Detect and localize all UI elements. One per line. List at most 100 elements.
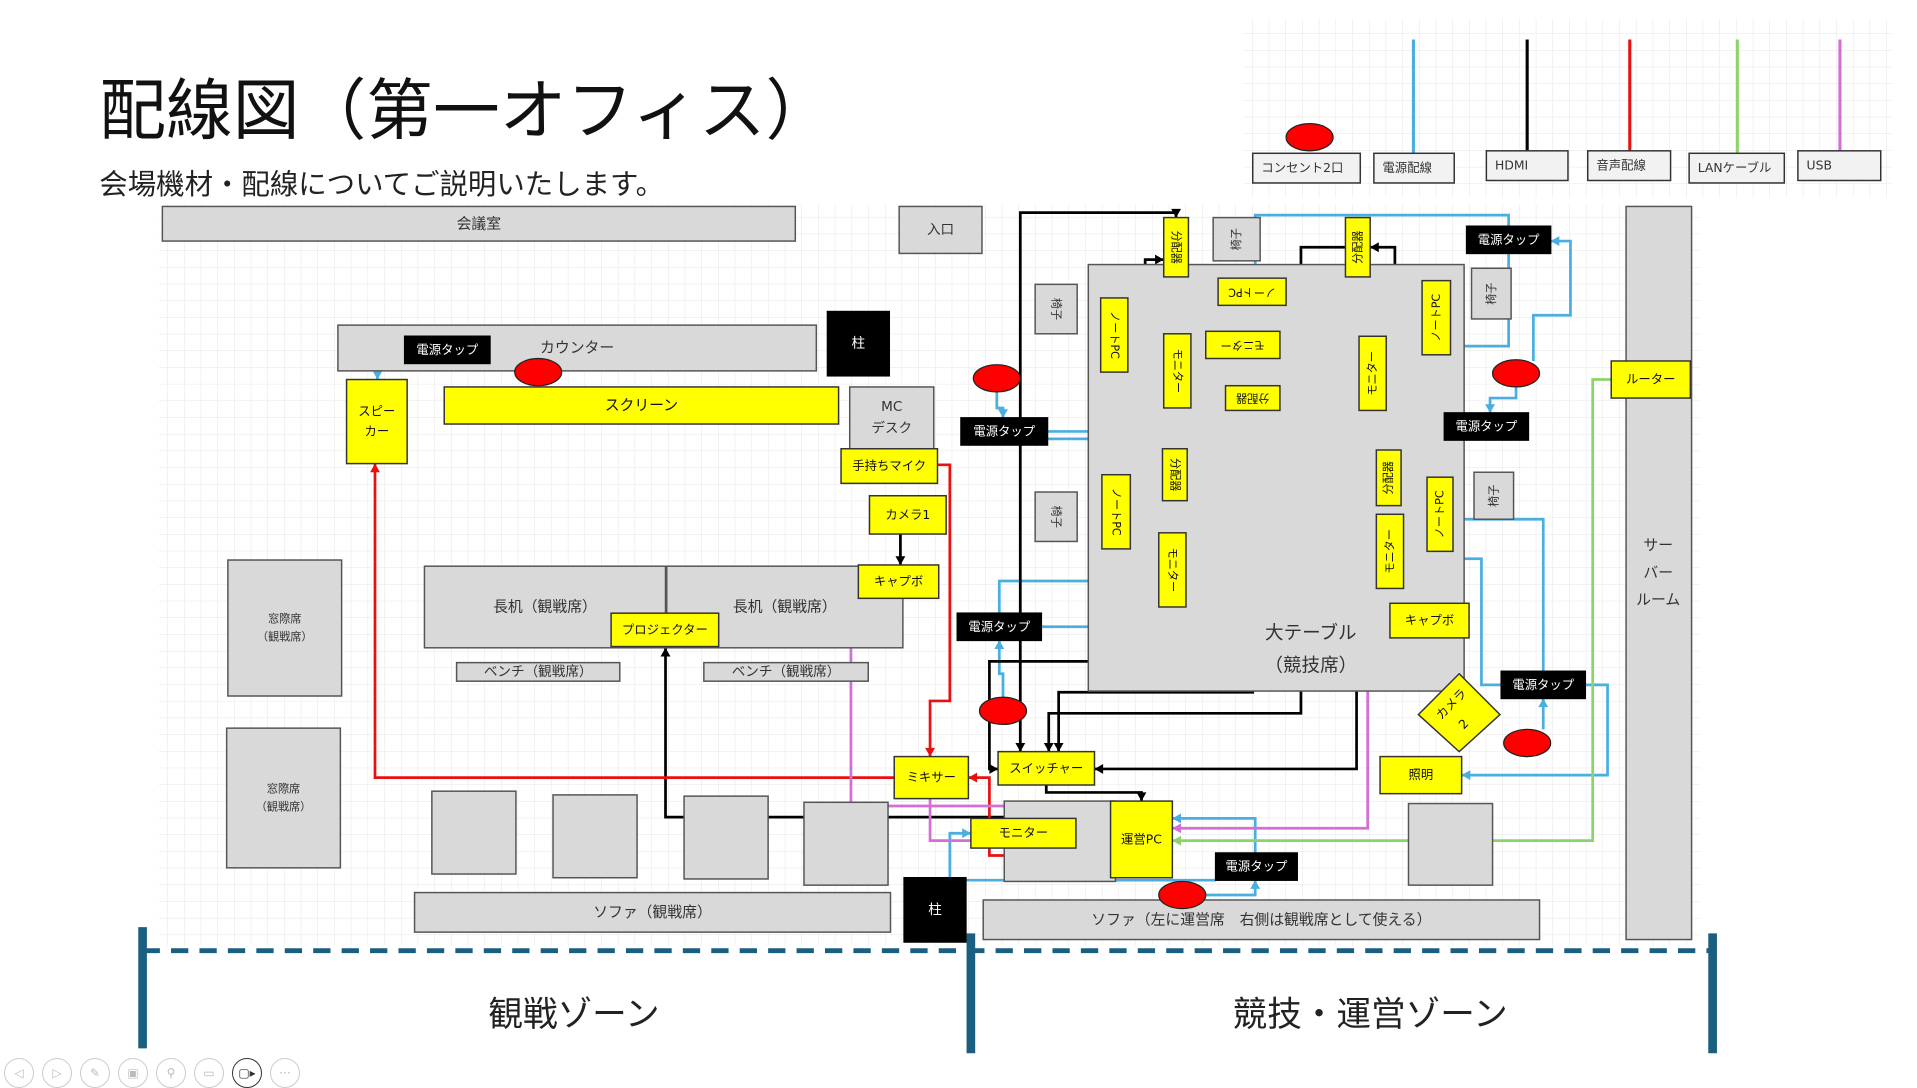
arrowhead-icon: [962, 828, 971, 839]
outlet-icon: [1285, 123, 1334, 152]
arrowhead-icon: [1172, 823, 1182, 834]
arrowhead-icon: [1155, 254, 1164, 265]
capture-board-right-label: キャプボ: [1405, 614, 1454, 628]
zone-competition-label: 競技・運営ゾーン: [1233, 995, 1508, 1035]
arrowhead-icon: [1370, 242, 1379, 253]
wire-hdmi: [664, 647, 1111, 819]
arrowhead-icon: [994, 640, 1005, 650]
power-tap-c-label: 電源タップ: [1478, 233, 1540, 247]
bench-2: ベンチ（観戦席）: [703, 661, 869, 682]
power-tap-e: 電源タップ: [1500, 670, 1587, 700]
monitor-3: モニター: [1358, 335, 1387, 412]
speaker-label: カー: [364, 424, 389, 438]
laptop-3: ノートPC: [1421, 279, 1452, 356]
arrowhead-icon: [1094, 763, 1104, 774]
arrowhead-icon: [1250, 880, 1261, 889]
seat-block-2: [552, 794, 638, 879]
meeting-room: 会議室: [161, 205, 797, 242]
mc-desk: MC デスク: [848, 386, 935, 450]
chair-5-label: 椅子: [1486, 485, 1500, 507]
monitor-2: モニター: [1205, 330, 1281, 360]
laptop-2: ノートPC: [1217, 277, 1287, 307]
projector-label: プロジェクター: [622, 623, 708, 637]
monitor-4: モニター: [1158, 532, 1187, 608]
legend-item-outlet: コンセント2口: [1251, 152, 1362, 184]
splitter-5: 分配器: [1375, 449, 1402, 507]
camera-button[interactable]: ▢▸: [232, 1058, 262, 1088]
long-desk-2-label: 長机（観戦席）: [733, 598, 837, 615]
more-button[interactable]: ···: [270, 1058, 300, 1088]
slides-button[interactable]: ▣: [118, 1058, 148, 1088]
subtitles-button[interactable]: ▭: [194, 1058, 224, 1088]
legend-item-usb: USB: [1797, 39, 1882, 182]
power-tap-d-label: 電源タップ: [1455, 420, 1517, 434]
screen: スクリーン: [443, 386, 840, 425]
sofa-ops: ソファ（左に運営席 右側は観戦席として使える）: [982, 899, 1541, 941]
chair-3-label: 椅子: [1229, 228, 1243, 250]
pen-button[interactable]: ✎: [80, 1058, 110, 1088]
wire-audio: [373, 463, 895, 779]
sofa-ops-label: ソファ（左に運営席 右側は観戦席として使える）: [1091, 911, 1431, 928]
chair-1-label: 椅子: [1050, 298, 1064, 320]
power-tap-counter-label: 電源タップ: [416, 343, 478, 357]
arrowhead-icon: [1538, 698, 1549, 708]
projector: プロジェクター: [610, 612, 720, 648]
window-seat-2-label: （観戦席）: [256, 799, 312, 813]
previous-slide-button[interactable]: ◁: [4, 1058, 34, 1088]
arrowhead-icon: [1053, 742, 1064, 752]
power-tap-a: 電源タップ: [960, 417, 1049, 446]
legend-label-audio: 音声配線: [1596, 157, 1645, 172]
meeting-room-label: 会議室: [457, 214, 502, 232]
capture-board-left-label: キャプボ: [874, 575, 923, 589]
long-desk-1-label: 長机（観戦席）: [493, 598, 597, 615]
pillar-top-label: 柱: [852, 336, 866, 352]
chair-2: 椅子: [1034, 491, 1078, 543]
hand-mic: 手持ちマイク: [840, 448, 939, 485]
splitter-5-label: 分配器: [1382, 461, 1395, 494]
mixer: ミキサー: [893, 755, 970, 800]
splitter-2-label: 分配器: [1236, 392, 1269, 405]
more-icon: ···: [279, 1066, 291, 1080]
chair-4: 椅子: [1470, 267, 1512, 320]
page-subtitle: 会場機材・配線についてご説明いたします。: [99, 168, 664, 201]
mc-desk-label: MC: [881, 399, 902, 415]
splitter-2: 分配器: [1224, 384, 1281, 412]
sofa-spectator: ソファ（観戦席）: [413, 891, 892, 933]
mc-desk-label: デスク: [871, 420, 912, 437]
laptop-4: ノートPC: [1101, 473, 1132, 550]
wire-power: [1531, 239, 1572, 361]
splitter-4-label: 分配器: [1168, 458, 1181, 491]
laptop-5: ノートPC: [1426, 476, 1454, 553]
bench-1-label: ベンチ（観戦席）: [484, 663, 593, 680]
arrowhead-icon: [1172, 813, 1182, 824]
pillar-bottom-label: 柱: [928, 902, 942, 918]
power-tap-counter: 電源タップ: [403, 335, 491, 365]
lighting: 照明: [1379, 755, 1463, 795]
subtitles-icon: ▭: [203, 1066, 215, 1080]
seat-block-4: [803, 801, 889, 886]
switcher-label: スイッチャー: [1009, 761, 1083, 775]
hand-mic-label: 手持ちマイク: [852, 458, 926, 473]
bench-1: ベンチ（観戦席）: [455, 661, 621, 682]
server-room-label-3: ルーム: [1636, 592, 1680, 609]
wire-power: [1461, 683, 1609, 777]
monitor-4-label: モニター: [1166, 548, 1179, 592]
laptop-5-label: ノートPC: [1434, 490, 1447, 538]
arrowhead-icon: [660, 647, 671, 657]
arrowhead-icon: [1485, 404, 1496, 413]
monitor-2-label: モニター: [1221, 338, 1265, 351]
arrowhead-icon: [1136, 792, 1147, 802]
ops-pc-label: 運営PC: [1121, 832, 1162, 846]
arrowhead-icon: [1550, 236, 1560, 247]
power-tap-ops-label: 電源タップ: [1226, 860, 1288, 874]
screen-label: スクリーン: [605, 397, 678, 414]
laptop-3-label: ノートPC: [1430, 294, 1443, 342]
capture-board-right: キャプボ: [1389, 602, 1470, 639]
big-table-sublabel: （競技席）: [1264, 655, 1357, 676]
zoom-button[interactable]: ⚲: [156, 1058, 186, 1088]
lighting-label: 照明: [1408, 768, 1433, 782]
next-slide-button[interactable]: ▷: [42, 1058, 72, 1088]
